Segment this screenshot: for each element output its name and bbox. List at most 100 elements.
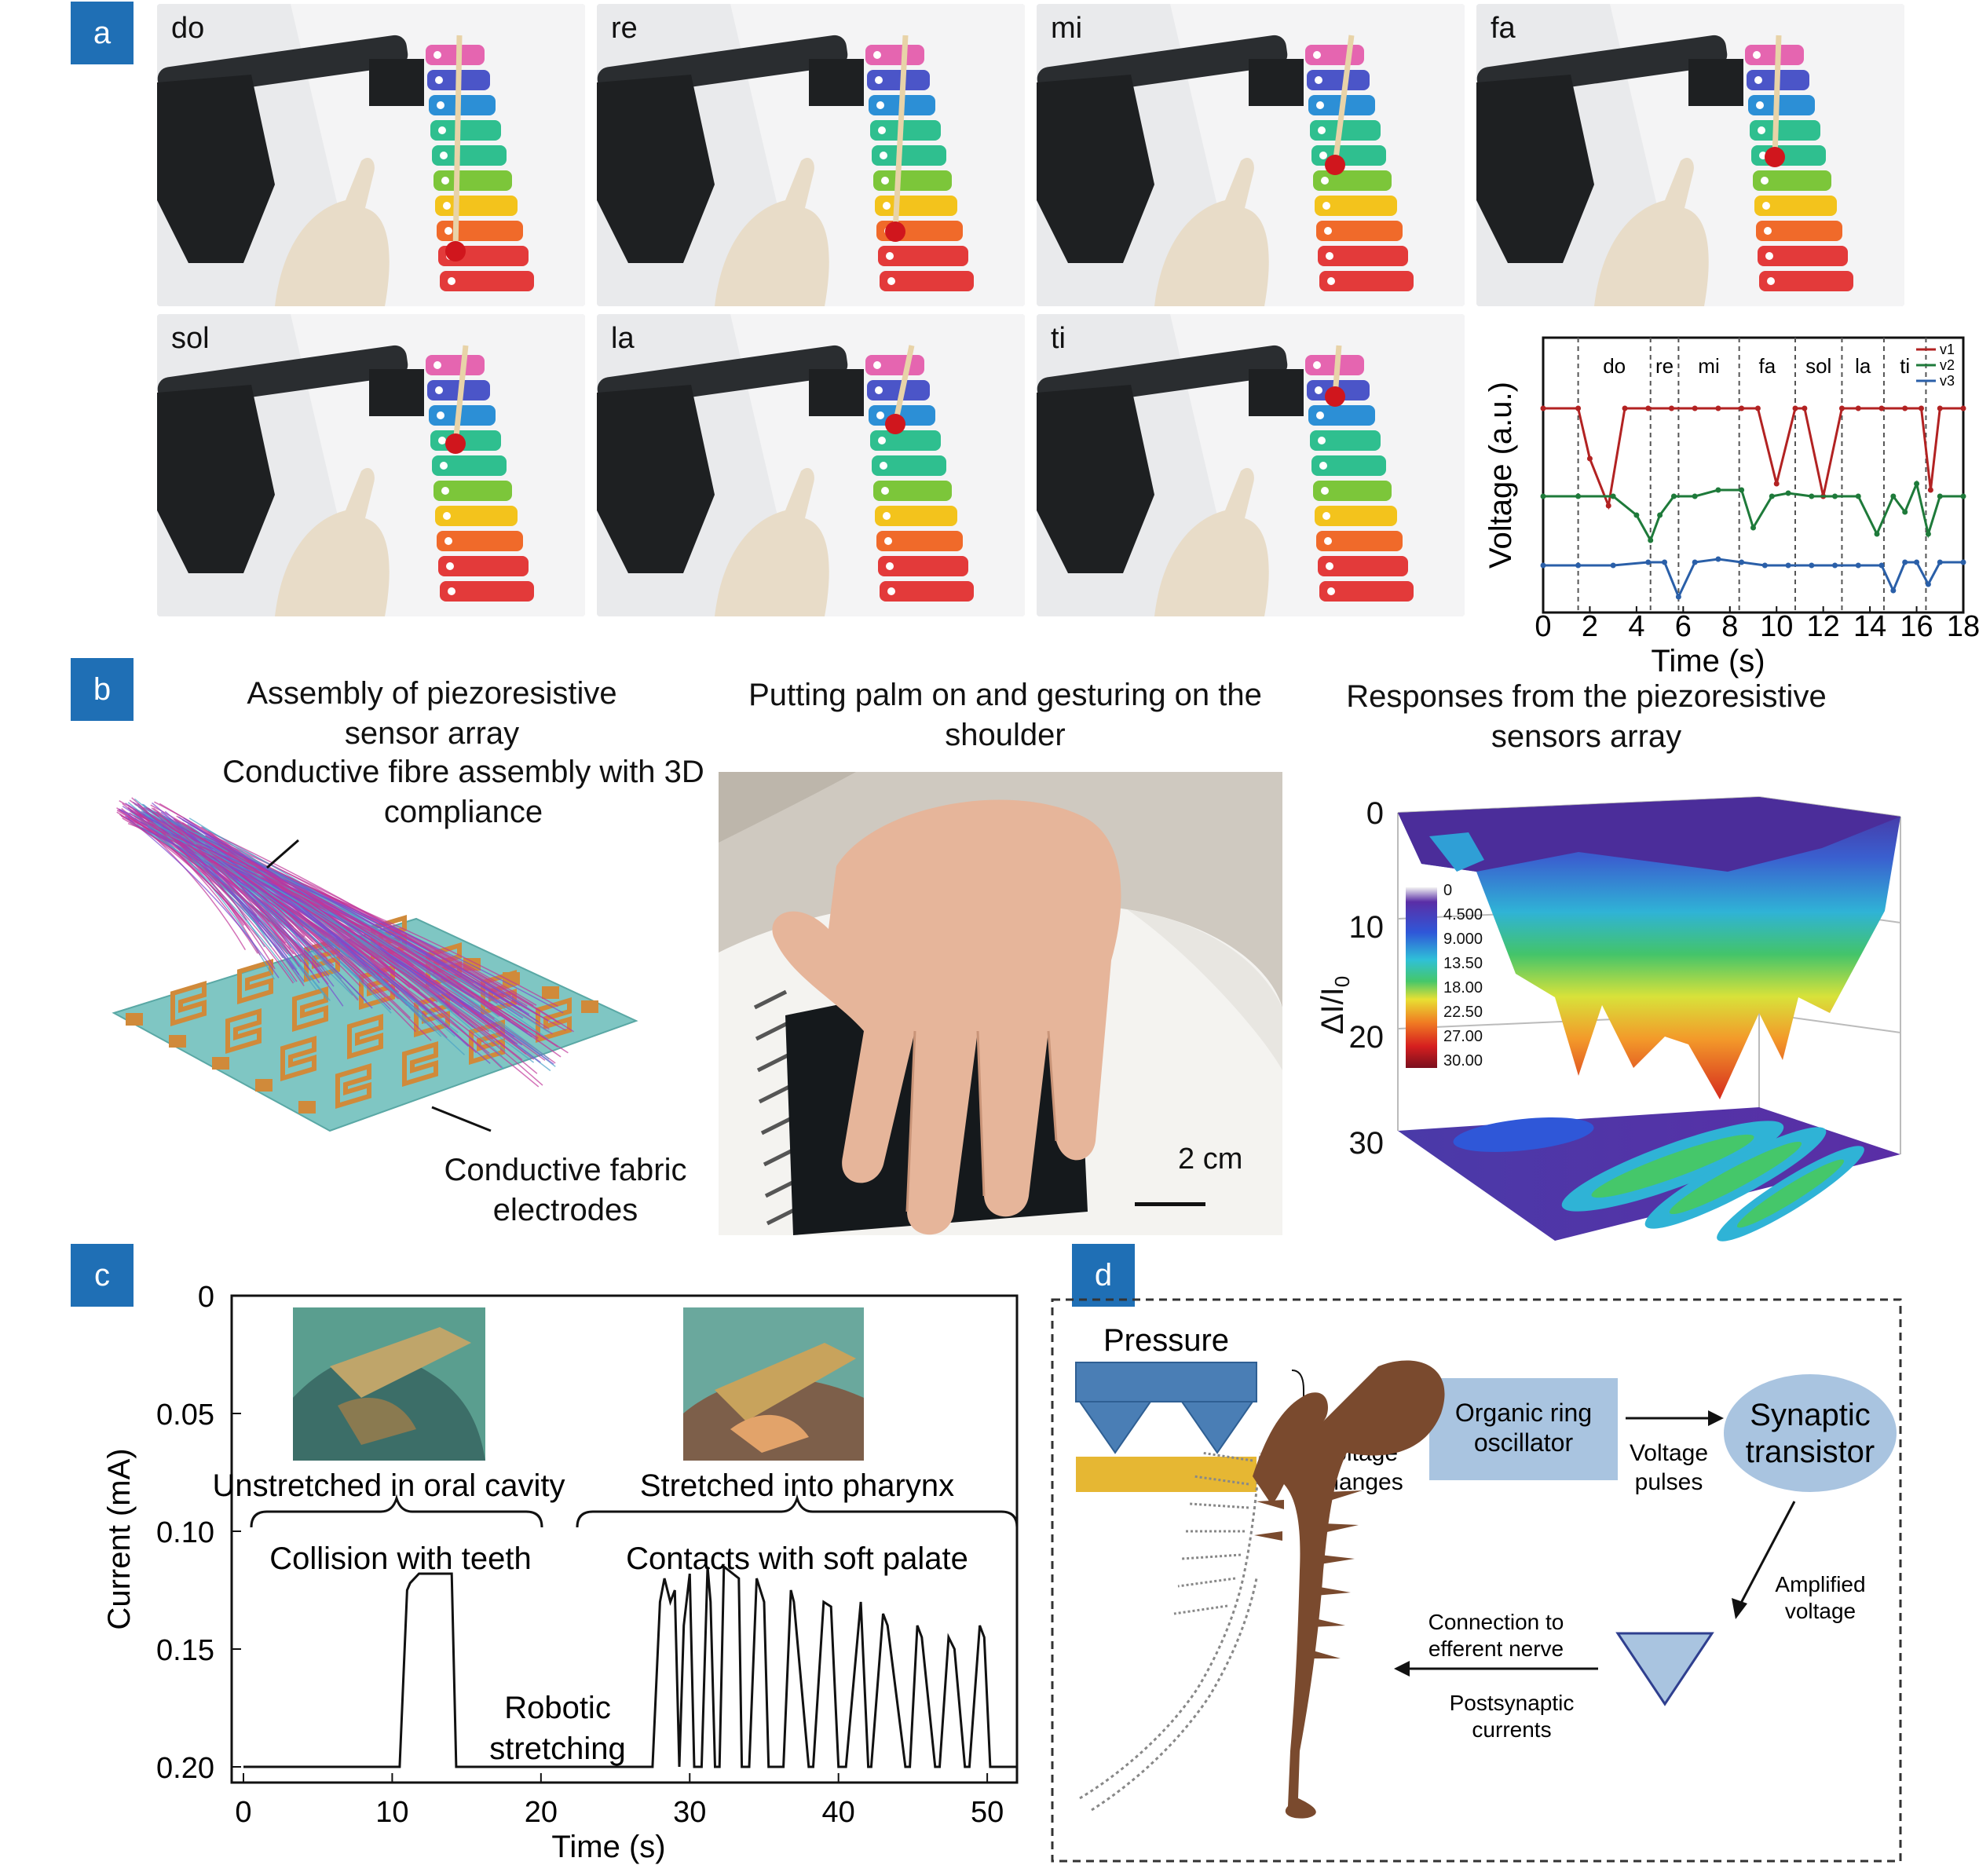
xylophone-photo-mi: mi <box>1037 4 1465 306</box>
pressure-sensor-icon <box>1075 1362 1257 1492</box>
data-point-v3 <box>1960 559 1966 565</box>
chart-note-la: la <box>1855 354 1871 378</box>
electrode-pattern <box>126 914 598 1114</box>
data-point-v1 <box>1575 405 1582 411</box>
xylophone-photo-ti: ti <box>1037 314 1465 616</box>
assembly-title: Assembly of piezoresistive sensor array <box>173 674 691 754</box>
data-point-v1 <box>1802 405 1808 411</box>
current-y-tick-label: 0.20 <box>156 1752 214 1785</box>
voltage-y-axis-label: Voltage (a.u.) <box>1483 382 1518 569</box>
note-label-do: do <box>171 12 205 45</box>
legend-label-v2: v2 <box>1940 357 1955 373</box>
current-x-axis-label: Time (s) <box>551 1830 665 1864</box>
fibre-assembly <box>116 797 574 1088</box>
electrode-label: Conductive fabric electrodes <box>393 1150 738 1231</box>
electrode-label-line2: electrodes <box>492 1193 638 1227</box>
note-label-fa: fa <box>1491 12 1516 45</box>
data-point-v1 <box>1855 405 1861 411</box>
data-point-v1 <box>1838 405 1845 411</box>
data-point-v2 <box>1855 493 1861 499</box>
data-point-v2 <box>1692 493 1698 499</box>
current-y-tick-label: 0.10 <box>156 1516 214 1549</box>
diagram-border <box>1051 1298 1902 1863</box>
voltage-x-tick-label: 18 <box>1947 610 1979 643</box>
inset-photo-oral <box>293 1307 485 1461</box>
assembly-title-line2: sensor array <box>344 716 520 751</box>
data-point-v3 <box>1878 562 1885 569</box>
postsynaptic-label-line1: Postsynaptic <box>1450 1691 1575 1715</box>
oscillator-label-line2: oscillator <box>1474 1428 1574 1457</box>
chart-note-do: do <box>1603 354 1626 378</box>
data-point-v2 <box>1750 525 1756 531</box>
current-y-tick-label: 0 <box>198 1281 214 1314</box>
data-point-v2 <box>1575 493 1582 499</box>
fibre-label-line2: compliance <box>383 795 543 829</box>
brace-right-label: Contacts with soft palate <box>626 1541 968 1576</box>
inset-left-caption: Unstretched in oral cavity <box>212 1468 565 1503</box>
panel-b-badge: b <box>71 658 134 721</box>
data-point-v3 <box>1890 587 1897 594</box>
voltage-pulses-label-line1: Voltage <box>1630 1440 1708 1466</box>
organic-ring-oscillator-box <box>1429 1378 1618 1480</box>
data-point-v2 <box>1540 493 1546 499</box>
pressure-label: Pressure <box>1103 1323 1229 1358</box>
chart-note-sol: sol <box>1805 354 1831 378</box>
brace-right <box>576 1494 1019 1528</box>
data-point-v3 <box>1832 562 1838 569</box>
colorbar-label: 9.000 <box>1443 931 1483 948</box>
data-point-v1 <box>1792 405 1798 411</box>
data-point-v3 <box>1925 581 1931 587</box>
palm-title: Putting palm on and gesturing on the sho… <box>707 675 1304 755</box>
data-point-v3 <box>1692 559 1698 565</box>
note-label-re: re <box>611 12 638 45</box>
colorbar-label: 0 <box>1443 882 1452 899</box>
xylophone-photo-sol: sol <box>157 314 585 616</box>
xylophone-photo-la: la <box>597 314 1025 616</box>
colorbar <box>1406 887 1437 1068</box>
data-point-v3 <box>1937 559 1943 565</box>
voltage-x-tick-label: 8 <box>1721 610 1738 643</box>
data-point-v2 <box>1937 493 1943 499</box>
data-point-v2 <box>1925 531 1931 537</box>
series-line-v2 <box>1543 480 1963 543</box>
series-line-v1 <box>1543 407 1963 510</box>
palm-title-line1: Putting palm on and gesturing on the <box>748 678 1262 712</box>
current-x-tick-label: 40 <box>822 1796 855 1829</box>
data-point-v2 <box>1610 493 1616 499</box>
voltage-x-tick-label: 4 <box>1628 610 1644 643</box>
data-point-v1 <box>1605 503 1611 509</box>
data-point-v1 <box>1878 405 1885 411</box>
current-plot-frame <box>230 1294 1019 1784</box>
surface-axis-tick: 30 <box>1349 1126 1385 1161</box>
legend-label-v3: v3 <box>1940 373 1955 389</box>
data-point-v1 <box>1622 405 1628 411</box>
chart-note-mi: mi <box>1698 354 1719 378</box>
voltage-x-tick-label: 12 <box>1807 610 1840 643</box>
xylophone-photo-re: re <box>597 4 1025 306</box>
data-point-v2 <box>1670 493 1677 499</box>
data-point-v1 <box>1773 481 1780 487</box>
data-point-v2 <box>1633 512 1640 518</box>
scale-bar-label: 2 cm <box>1178 1143 1243 1176</box>
voltage-pulses-label-line2: pulses <box>1635 1469 1703 1495</box>
surface-axis-tick: 0 <box>1366 796 1384 831</box>
data-point-v1 <box>1715 405 1721 411</box>
data-point-v2 <box>1785 490 1791 496</box>
fibre-leader-line <box>266 839 299 869</box>
note-label-ti: ti <box>1051 322 1066 355</box>
voltage-x-axis-label: Time (s) <box>1651 644 1765 678</box>
voltage-x-tick-label: 10 <box>1760 610 1793 643</box>
inset-photo-pharynx <box>683 1307 864 1461</box>
data-point-v1 <box>1927 487 1933 493</box>
amplified-label-line1: Amplified <box>1775 1572 1865 1596</box>
data-point-v3 <box>1715 556 1721 562</box>
data-point-v2 <box>1739 487 1745 493</box>
data-point-v3 <box>1785 562 1791 569</box>
synaptic-transistor-ellipse <box>1724 1374 1897 1492</box>
current-x-tick-label: 10 <box>375 1796 408 1829</box>
responses-title-line2: sensors array <box>1491 719 1682 754</box>
colorbar-label: 4.500 <box>1443 906 1483 923</box>
data-point-v1 <box>1919 405 1924 411</box>
